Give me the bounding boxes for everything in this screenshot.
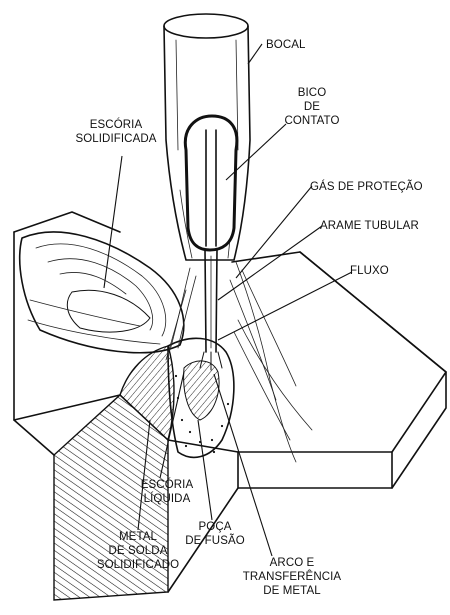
label-metal-de-solda-solidificado: METAL DE SOLDA SOLIDIFICADO: [88, 530, 188, 572]
tubular-wire: [205, 250, 217, 352]
label-bocal: BOCAL: [266, 38, 306, 52]
label-escoria-solidificada: ESCÓRIA SOLIDIFICADA: [56, 118, 176, 146]
solidified-slag-bead: [20, 232, 184, 353]
label-bico-de-contato: BICO DE CONTATO: [280, 86, 344, 128]
label-arco-e-transferencia: ARCO E TRANSFERÊNCIA DE METAL: [236, 556, 348, 598]
base-plate: [232, 252, 446, 488]
label-fluxo: FLUXO: [350, 264, 389, 278]
label-arame-tubular: ARAME TUBULAR: [320, 219, 419, 233]
label-poca-de-fusao: POÇA DE FUSÃO: [180, 520, 250, 548]
label-gas-de-protecao: GÁS DE PROTEÇÃO: [310, 180, 423, 194]
contact-tip: [185, 116, 237, 250]
label-escoria-liquida: ESCÓRIA LÍQUIDA: [134, 478, 200, 506]
shielding-gas-lines: [166, 262, 312, 462]
